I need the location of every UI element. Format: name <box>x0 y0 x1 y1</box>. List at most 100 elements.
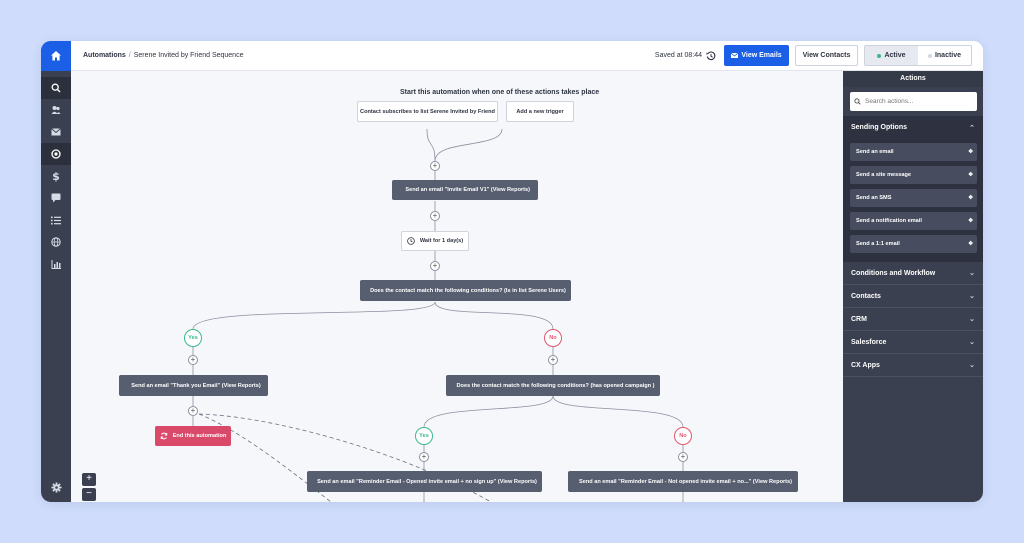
add-step-plus-icon[interactable]: + <box>548 355 558 365</box>
section-cx-apps[interactable]: CX Apps⌄ <box>843 354 983 377</box>
wait-label: Wait for 1 day(s) <box>419 238 464 244</box>
sending-options-list: Send an email✥ Send a site message ✥ Send… <box>843 139 983 262</box>
status-toggle[interactable]: Active Inactive <box>864 45 972 66</box>
view-contacts-button[interactable]: View Contacts <box>795 45 858 66</box>
email-action-node[interactable]: Send an email "Thank you Email" (View Re… <box>119 375 268 396</box>
trigger-node[interactable]: Contact subscribes to list Serene Invite… <box>357 101 498 122</box>
view-emails-label: View Emails <box>741 52 782 59</box>
search-actions-input[interactable] <box>865 98 965 105</box>
condition-node[interactable]: ? Does the contact match the following c… <box>446 375 660 396</box>
section-salesforce[interactable]: Salesforce ⌄ <box>843 331 983 354</box>
email-action-node[interactable]: Send an email "Reminder Email - Not open… <box>568 471 798 492</box>
section-label: Contacts <box>851 292 881 300</box>
sending-options-section: Sending Options ⌃ Send an email✥ Send a … <box>843 116 983 262</box>
section-conditions-workflow[interactable]: Conditions and Workflow ⌄ <box>843 262 983 285</box>
action-label: Send a notification email <box>856 218 922 224</box>
email-action-label: Send an email "Reminder Email - Not open… <box>579 478 792 485</box>
search-icon[interactable] <box>41 77 71 99</box>
status-active-option[interactable]: Active <box>865 46 918 65</box>
chevron-down-icon: ⌄ <box>969 362 975 369</box>
site-icon[interactable] <box>41 231 71 253</box>
chevron-down-icon: ⌄ <box>969 339 975 346</box>
automation-canvas[interactable]: Start this automation when one of these … <box>71 71 843 502</box>
action-label: Send a site message <box>856 172 912 178</box>
add-step-plus-icon[interactable]: + <box>188 406 198 416</box>
add-step-plus-icon[interactable]: + <box>188 355 198 365</box>
contacts-icon[interactable] <box>41 99 71 121</box>
no-branch-badge: No <box>544 329 562 347</box>
end-automation-node[interactable]: End this automation <box>155 426 231 446</box>
view-contacts-label: View Contacts <box>802 52 851 59</box>
add-step-plus-icon[interactable]: + <box>430 211 440 221</box>
drag-move-icon[interactable]: ✥ <box>968 218 973 224</box>
end-automation-label: End this automation <box>172 433 227 439</box>
settings-icon[interactable] <box>41 476 71 498</box>
sending-options-header[interactable]: Sending Options ⌃ <box>843 116 983 139</box>
app-window: $ Automations/Serene Invited by Friend S… <box>41 41 983 502</box>
active-dot-icon <box>877 53 882 58</box>
chevron-down-icon: ⌄ <box>969 270 975 277</box>
drag-move-icon[interactable]: ✥ <box>968 149 973 155</box>
zoom-in-button[interactable]: + <box>82 473 96 486</box>
drag-move-icon[interactable]: ✥ <box>968 172 973 178</box>
home-icon[interactable] <box>41 41 71 71</box>
yes-branch-badge: Yes <box>415 427 433 445</box>
action-send-email[interactable]: Send an email✥ <box>850 143 977 161</box>
breadcrumb-automations[interactable]: Automations <box>83 52 126 59</box>
condition-label: Does the contact match the following con… <box>370 287 566 294</box>
end-icon <box>160 432 167 440</box>
conversations-icon[interactable] <box>41 187 71 209</box>
email-action-label: Send an email "Reminder Email - Opened i… <box>317 478 537 485</box>
breadcrumb: Automations/Serene Invited by Friend Seq… <box>71 52 655 59</box>
condition-label: Does the contact match the following con… <box>456 382 655 389</box>
deals-icon[interactable]: $ <box>52 169 60 183</box>
condition-node[interactable]: ? Does the contact match the following c… <box>360 280 571 301</box>
status-inactive-option[interactable]: Inactive <box>918 46 971 65</box>
drag-move-icon[interactable]: ✥ <box>968 195 973 201</box>
saved-status: Saved at 08:44 <box>654 52 702 59</box>
sending-options-label: Sending Options <box>851 124 907 131</box>
email-action-label: Send an email "Invite Email V1" (View Re… <box>405 187 530 193</box>
action-send-sms[interactable]: Send an SMS ✥ <box>850 189 977 207</box>
lists-icon[interactable] <box>41 209 71 231</box>
section-label: Conditions and Workflow <box>851 269 936 277</box>
add-step-plus-icon[interactable]: + <box>430 261 440 271</box>
action-send-site-message[interactable]: Send a site message ✥ <box>850 166 977 184</box>
zoom-out-button[interactable]: − <box>82 488 96 501</box>
yes-branch-badge: Yes <box>184 329 202 347</box>
automations-icon[interactable] <box>41 143 71 165</box>
action-send-1to1-email[interactable]: Send a 1:1 email✥ <box>850 235 977 253</box>
breadcrumb-separator: / <box>128 52 131 59</box>
search-actions-field[interactable] <box>850 92 977 111</box>
wait-node[interactable]: Wait for 1 day(s) <box>401 231 469 251</box>
history-icon[interactable] <box>706 50 716 61</box>
email-action-node[interactable]: Send an email "Reminder Email - Opened i… <box>307 471 542 492</box>
trigger-heading: Start this automation when one of these … <box>400 89 600 96</box>
inactive-dot-icon <box>927 53 932 58</box>
section-crm[interactable]: CRM⌄ <box>843 308 983 331</box>
clock-icon <box>407 237 415 245</box>
chevron-down-icon: ⌄ <box>969 293 975 300</box>
status-active-label: Active <box>884 52 906 59</box>
add-trigger-button[interactable]: Add a new trigger <box>506 101 574 122</box>
search-icon <box>854 98 861 105</box>
add-step-plus-icon[interactable]: + <box>678 452 688 462</box>
section-contacts[interactable]: Contacts ⌄ <box>843 285 983 308</box>
chevron-down-icon: ⌄ <box>969 316 975 323</box>
view-emails-button[interactable]: View Emails <box>724 45 789 66</box>
action-send-notification-email[interactable]: Send a notification email ✥ <box>850 212 977 230</box>
drag-move-icon[interactable]: ✥ <box>968 241 973 247</box>
email-icon <box>731 53 739 58</box>
top-bar: Automations/Serene Invited by Friend Seq… <box>71 41 983 71</box>
section-label: Salesforce <box>851 338 887 346</box>
actions-panel-title: Actions <box>843 71 983 87</box>
email-action-node[interactable]: Send an email "Invite Email V1" (View Re… <box>392 180 538 200</box>
add-step-plus-icon[interactable]: + <box>419 452 429 462</box>
action-label: Send an SMS <box>856 195 892 201</box>
chevron-up-icon: ⌃ <box>969 124 975 132</box>
reports-icon[interactable] <box>41 253 71 275</box>
no-branch-badge: No <box>674 427 692 445</box>
breadcrumb-current: Serene Invited by Friend Sequence <box>133 52 244 59</box>
campaigns-icon[interactable] <box>41 121 71 143</box>
add-step-plus-icon[interactable]: + <box>430 161 440 171</box>
